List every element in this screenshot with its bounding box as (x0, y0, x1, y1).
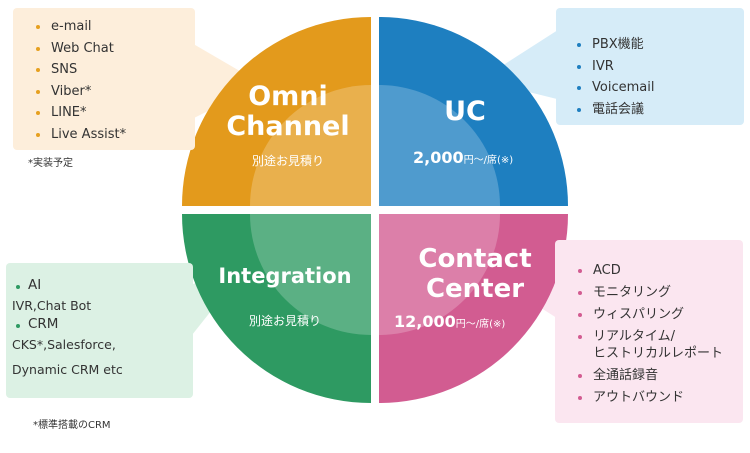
bullet-icon (16, 285, 20, 289)
uc-feature-box: PBX機能 IVR Voicemail 電話会議 (556, 8, 744, 125)
cc-feature-item: アウトバウンド (575, 387, 743, 409)
cc-inner-section (379, 214, 500, 335)
bullet-icon (578, 291, 582, 295)
bullet-icon (36, 46, 40, 51)
omni-feature-item: SNS (33, 59, 195, 81)
bullet-icon (577, 43, 581, 47)
bullet-icon (578, 269, 582, 273)
integration-feature-item: AI (12, 276, 193, 296)
bullet-icon (578, 374, 582, 378)
bullet-icon (578, 313, 582, 317)
uc-inner-section (379, 85, 500, 206)
bullet-icon (36, 132, 40, 137)
bullet-icon (577, 107, 581, 112)
uc-quadrant[interactable] (379, 17, 568, 206)
cc-feature-item: リアルタイム/ (575, 326, 743, 348)
contact-center-price: 12,000円〜/席(※) (394, 312, 506, 331)
integration-feature-item: CRM (12, 315, 193, 335)
integration-feature-detail: CKS*,Salesforce, (12, 336, 116, 352)
cc-feature-item: ウィスパリング (575, 304, 743, 326)
integration-title: Integration (218, 264, 352, 288)
integration-feature-box: AI IVR,Chat Bot CRM CKS*,Salesforce, Dyn… (6, 263, 193, 398)
bullet-icon (36, 89, 40, 94)
omni-inner-section (250, 85, 371, 206)
integration-footnote: *標準搭載のCRM (33, 420, 111, 431)
omni-footnote: *実装予定 (28, 158, 73, 169)
omni-feature-item: e-mail (33, 16, 195, 38)
omni-feature-item: Web Chat (33, 38, 195, 60)
bullet-icon (16, 324, 20, 328)
integration-feature-detail: IVR,Chat Bot (12, 297, 92, 313)
omni-callout-pointer (190, 42, 262, 120)
bullet-icon (578, 335, 582, 339)
integration-inner-section (250, 214, 371, 335)
cc-feature-item: ACD (575, 260, 743, 282)
integration-subtitle: 別途お見積り (248, 314, 321, 328)
contact-center-feature-box: ACD モニタリング ウィスパリング リアルタイム/ ヒストリカルレポート 全通… (555, 240, 743, 423)
omni-channel-feature-box: e-mail Web Chat SNS Viber* LINE* Live As… (13, 8, 195, 150)
omni-channel-subtitle: 別途お見積り (251, 154, 324, 168)
bullet-icon (577, 64, 581, 69)
omni-feature-item: Live Assist* (33, 124, 195, 146)
bullet-icon (578, 396, 582, 400)
uc-title: UC (444, 96, 486, 127)
bullet-icon (36, 111, 40, 115)
bullet-icon (36, 25, 40, 29)
uc-feature-item: IVR (574, 56, 744, 78)
contact-center-quadrant[interactable] (379, 214, 568, 403)
bullet-icon (36, 68, 40, 72)
cc-feature-item-continued: ヒストリカルレポート (593, 346, 724, 361)
omni-channel-quadrant[interactable] (182, 17, 371, 206)
omni-channel-title: Omni Channel (226, 81, 350, 142)
cc-feature-item: 全通話録音 (575, 365, 743, 387)
uc-feature-item: 電話会議 (574, 99, 744, 121)
integration-quadrant[interactable] (182, 214, 371, 403)
omni-feature-item: LINE* (33, 102, 195, 124)
omni-feature-item: Viber* (33, 81, 195, 103)
cc-feature-item: モニタリング (575, 282, 743, 304)
bullet-icon (577, 86, 581, 90)
uc-feature-item: Voicemail (574, 77, 744, 99)
uc-price: 2,000円〜/席(※) (413, 148, 514, 167)
integration-feature-detail: Dynamic CRM etc (12, 362, 123, 377)
contact-center-title: Contact Center (418, 244, 532, 304)
uc-feature-item: PBX機能 (574, 34, 744, 56)
